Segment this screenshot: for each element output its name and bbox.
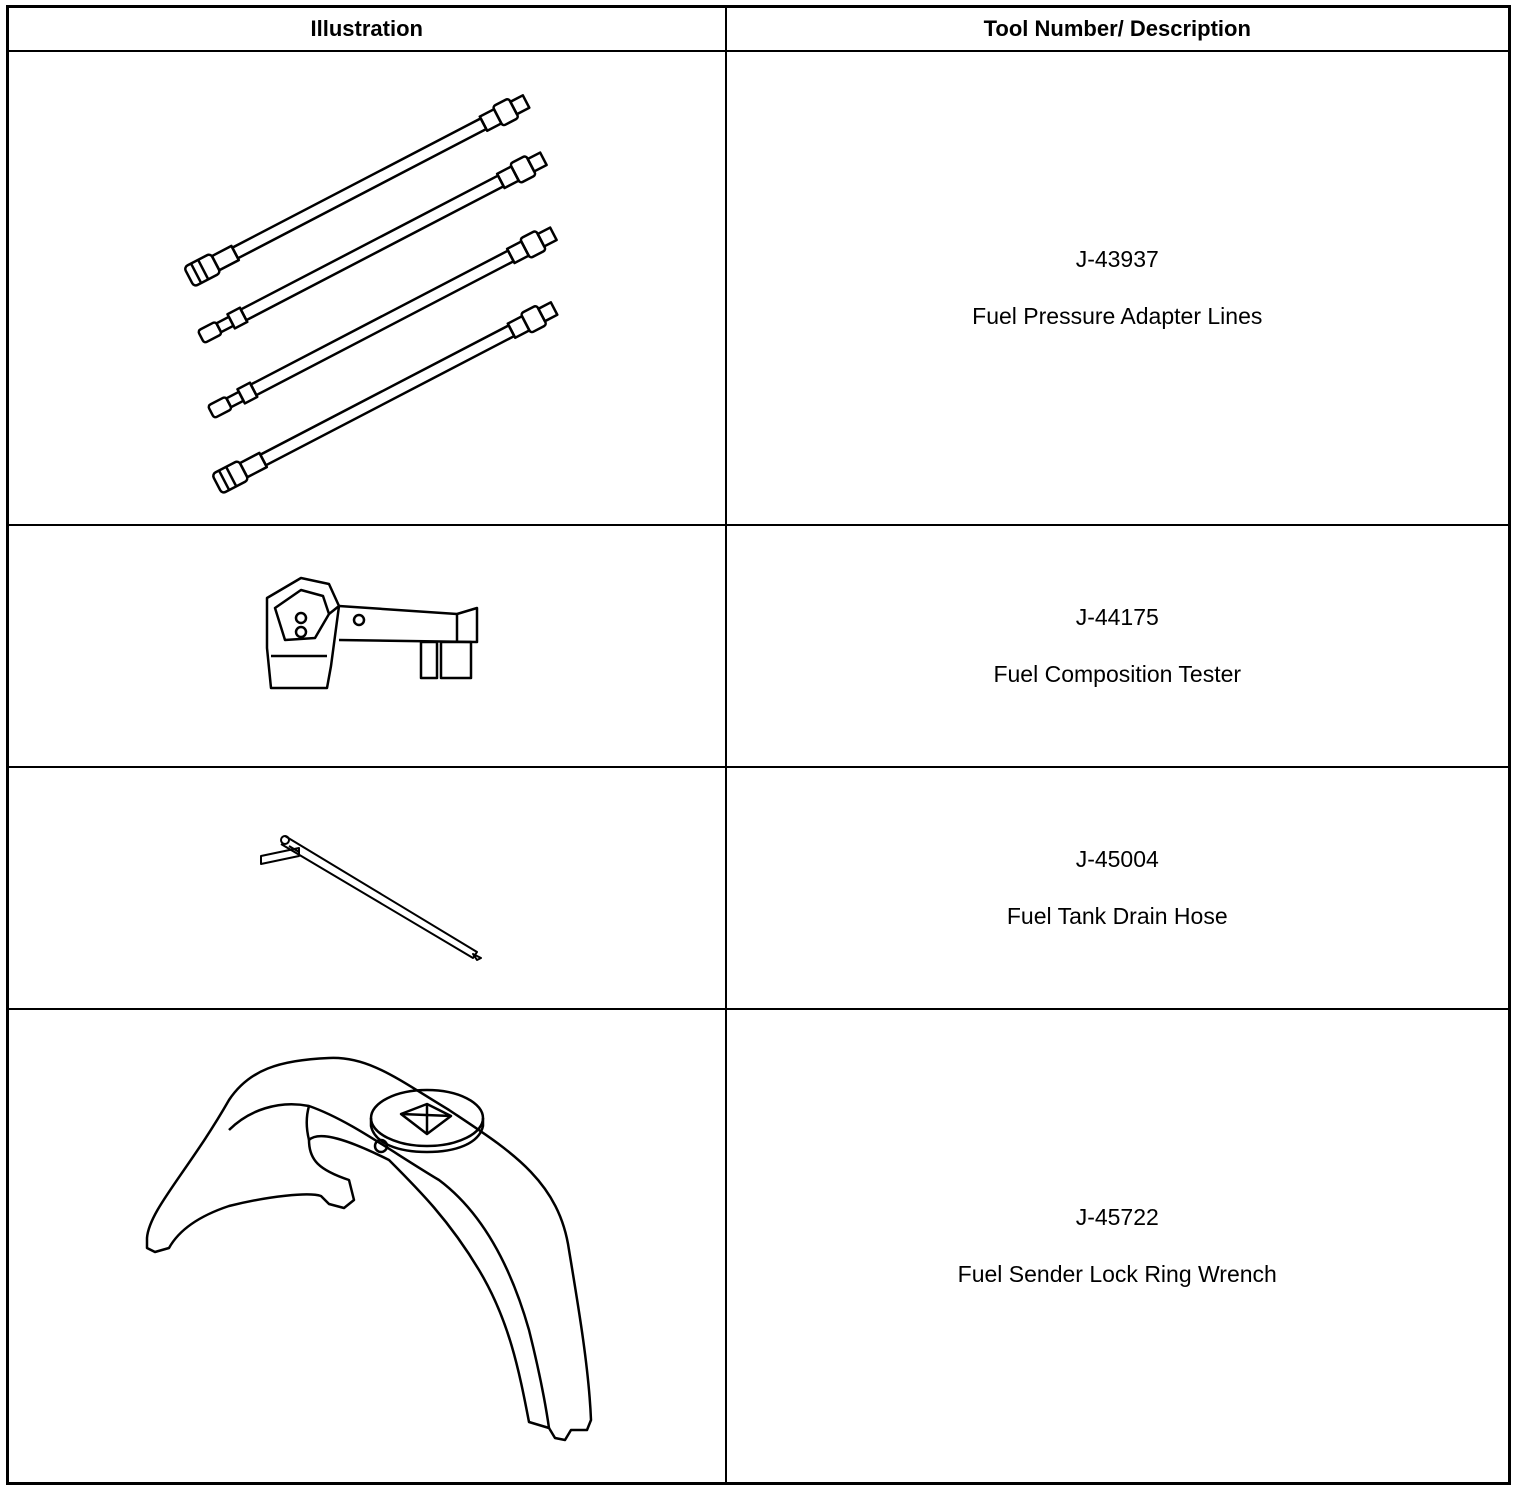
tool-number: J-45004 xyxy=(1075,846,1159,872)
header-description: Tool Number/ Description xyxy=(724,5,1511,52)
header-illustration: Illustration xyxy=(6,5,727,52)
illustration-cell xyxy=(6,524,727,768)
tool-number: J-44175 xyxy=(1075,604,1159,630)
tool-number: J-45722 xyxy=(1075,1204,1159,1230)
tool-description: Fuel Pressure Adapter Lines xyxy=(972,303,1263,329)
tool-description: Fuel Tank Drain Hose xyxy=(1006,903,1228,929)
fuel-sender-lock-ring-wrench-icon xyxy=(145,1056,593,1442)
description-cell: J-44175 Fuel Composition Tester xyxy=(724,524,1511,768)
fuel-composition-tester-icon xyxy=(265,576,479,690)
description-cell: J-43937 Fuel Pressure Adapter Lines xyxy=(724,50,1511,526)
illustration-cell xyxy=(6,50,727,526)
table-row: J-44175 Fuel Composition Tester xyxy=(6,524,1511,768)
description-cell: J-45004 Fuel Tank Drain Hose xyxy=(724,766,1511,1010)
illustration-cell xyxy=(6,766,727,1010)
fuel-tank-drain-hose-icon xyxy=(260,835,482,961)
tool-description: Fuel Composition Tester xyxy=(993,661,1242,687)
tool-number: J-43937 xyxy=(1075,246,1159,272)
table-row: J-43937 Fuel Pressure Adapter Lines xyxy=(6,50,1511,526)
tools-table: Illustration Tool Number/ Description xyxy=(6,5,1511,1485)
table-row: J-45004 Fuel Tank Drain Hose xyxy=(6,766,1511,1010)
tool-description: Fuel Sender Lock Ring Wrench xyxy=(957,1261,1277,1287)
description-cell: J-45722 Fuel Sender Lock Ring Wrench xyxy=(724,1008,1511,1485)
header-row: Illustration Tool Number/ Description xyxy=(6,5,1511,52)
illustration-cell xyxy=(6,1008,727,1485)
table-row: J-45722 Fuel Sender Lock Ring Wrench xyxy=(6,1008,1511,1485)
fuel-pressure-adapter-lines-icon xyxy=(184,94,559,494)
